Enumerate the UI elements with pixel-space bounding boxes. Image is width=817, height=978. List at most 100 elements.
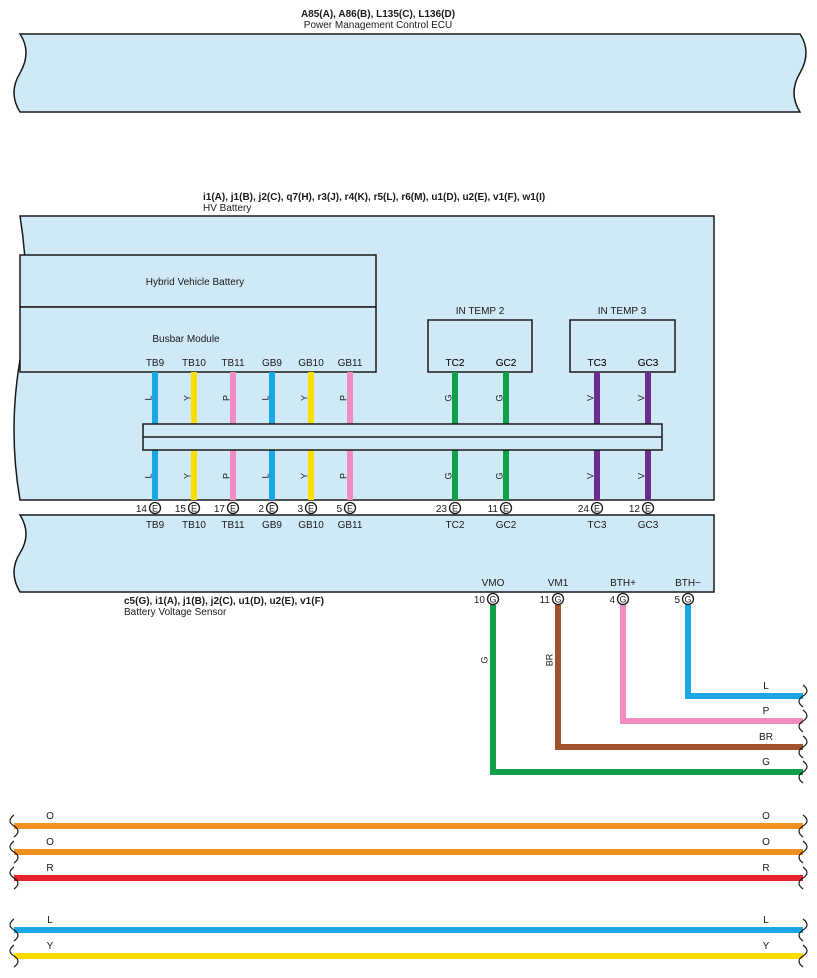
connector-terminal-circle (226, 501, 240, 515)
wire-break-mark (9, 944, 19, 968)
temp-pin-label: TC2 (446, 358, 465, 369)
harness-wire-label-left: L (47, 915, 53, 926)
wire-break-mark (798, 760, 808, 784)
wire-color-label: P (221, 395, 231, 401)
wire-break-mark (798, 918, 808, 942)
connector-terminal-circle (343, 501, 357, 515)
sensor-codes: c5(G), i1(A), j1(B), j2(C), u1(D), u2(E)… (124, 596, 324, 607)
pin-name-bottom: GB11 (338, 520, 363, 531)
pin-name-bottom: GC2 (496, 520, 517, 531)
harness-wire-label-left: Y (47, 941, 54, 952)
temp-pin-label: GC3 (638, 358, 659, 369)
harness-wire-label-left: O (46, 811, 54, 822)
connector-letter: G (684, 595, 691, 605)
pin-name-top: TB10 (182, 358, 206, 369)
wire-color-label: P (338, 395, 348, 401)
wire-break-mark (798, 866, 808, 890)
sensor-pin-number: 5 (674, 595, 680, 606)
connector-terminal-circle (148, 501, 162, 515)
sensor-pin-number: 4 (609, 595, 615, 606)
sensor-pin-vmo-label: VMO (482, 578, 505, 589)
connector-letter: E (645, 504, 651, 514)
sensor-wire-color-label: BR (759, 732, 773, 743)
wire-break-mark (798, 684, 808, 708)
sensor-pin-vm1-label: VM1 (548, 578, 569, 589)
temp-pin-label: GC2 (496, 358, 517, 369)
wire-color-label: V (585, 395, 595, 401)
pin-number: 23 (436, 504, 448, 515)
harness-wire-label-right: O (762, 837, 770, 848)
wire-color-label: L (260, 473, 270, 478)
sensor-wire-color-label: P (763, 706, 770, 717)
sensor-wire-vertical-label: G (479, 656, 489, 663)
connector-terminal-circle (486, 592, 500, 606)
wire-break-mark (798, 735, 808, 759)
connector-terminal-circle (681, 592, 695, 606)
ecu-codes: A85(A), A86(B), L135(C), L136(D) (301, 9, 455, 20)
wire-break-mark (9, 814, 19, 838)
busbar-pin-group: TB9TB9E14TB10TB10E15TB11TB11E17GB9GB9E2G… (136, 358, 659, 531)
harness-wire-label-right: Y (763, 941, 770, 952)
connector-terminal-circle (265, 501, 279, 515)
pin-number: 15 (175, 504, 187, 515)
pin-name-bottom: TC3 (588, 520, 607, 531)
pin-name-top: TC2 (446, 358, 465, 369)
wire-break-mark (9, 918, 19, 942)
wire-break-mark (798, 814, 808, 838)
connector-letter: G (619, 595, 626, 605)
connector-terminal-circle (304, 501, 318, 515)
sensor-wire-vertical-label: BR (544, 653, 554, 666)
pin-name-top: TC3 (588, 358, 607, 369)
wire-color-label: G (443, 472, 453, 479)
temp-pin-label: TC3 (588, 358, 607, 369)
pin-name-top: GB9 (262, 358, 282, 369)
wire-color-label: L (143, 473, 153, 478)
busbar-module-box (19, 306, 377, 373)
connector-letter: G (489, 595, 496, 605)
wire-color-label: Y (299, 473, 309, 479)
wire-color-label: V (585, 473, 595, 479)
pin-name-bottom: TB10 (182, 520, 206, 531)
pin-name-bottom: TB9 (146, 520, 165, 531)
harness-wire-label-left: R (46, 863, 53, 874)
wire-color-label: G (494, 394, 504, 401)
pin-name-bottom: GC3 (638, 520, 659, 531)
pin-number: 3 (297, 504, 303, 515)
connector-terminal-circle (590, 501, 604, 515)
connector-letter: E (308, 504, 314, 514)
hybrid-vehicle-battery-box (19, 254, 377, 308)
wire-color-label: L (260, 395, 270, 400)
sensor-wire-bth-minus (685, 605, 803, 699)
sensor-pin-number: 11 (540, 595, 551, 606)
wire-color-label: P (338, 473, 348, 479)
pin-number: 2 (258, 504, 264, 515)
pin-number: 5 (336, 504, 342, 515)
wire-break-mark (798, 944, 808, 968)
pin-name-top: TB11 (221, 358, 245, 369)
sensor-wire-bth-plus (620, 605, 803, 724)
pin-name-top: GB10 (298, 358, 324, 369)
pin-number: 24 (578, 504, 590, 515)
busbar-module-label: Busbar Module (152, 334, 220, 345)
connector-terminal-circle (616, 592, 630, 606)
connector-terminal-circle (499, 501, 513, 515)
wire-color-label: G (443, 394, 453, 401)
connector-letter: E (594, 504, 600, 514)
connector-terminal-circle (551, 592, 565, 606)
wire-color-label: G (494, 472, 504, 479)
wire-color-label: V (636, 395, 646, 401)
wire-break-mark (798, 840, 808, 864)
hybrid-vehicle-battery-label: Hybrid Vehicle Battery (146, 277, 244, 288)
in-temp-2-box (427, 319, 533, 373)
battery-voltage-sensor-box (13, 514, 715, 593)
sensor-wire-vm1 (555, 605, 803, 750)
connector-letter: E (452, 504, 458, 514)
ecu-box (13, 33, 807, 113)
wire-color-label: Y (182, 473, 192, 479)
sensor-wire-vmo (490, 605, 803, 775)
wire-color-label: V (636, 473, 646, 479)
pin-number: 12 (629, 504, 641, 515)
